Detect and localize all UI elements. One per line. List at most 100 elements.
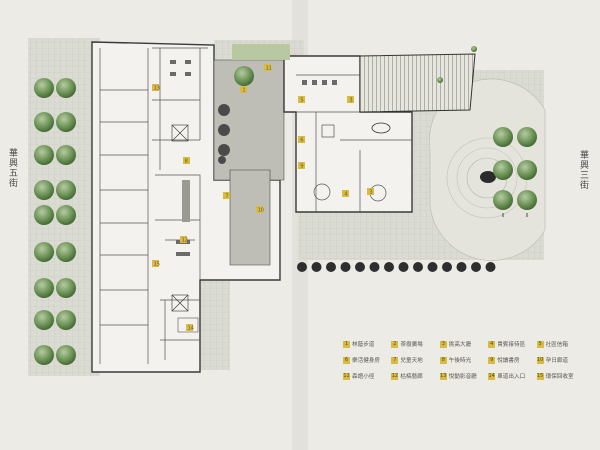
svg-text:15: 15 — [154, 262, 160, 268]
tree-icon — [56, 205, 76, 225]
legend-label: 兒童天地 — [400, 358, 423, 364]
bollard-icon — [413, 262, 423, 272]
tree-icon — [34, 205, 54, 225]
street-label-left: 華興五街 — [7, 148, 17, 188]
legend-label: 林蔭步道 — [352, 342, 375, 348]
tree-icon — [34, 345, 54, 365]
bollard-icon — [311, 262, 322, 272]
tree-icon — [56, 310, 76, 330]
legend-label: 貴賓接待區 — [497, 342, 526, 348]
legend-number: 10 — [536, 356, 544, 364]
svg-text:8: 8 — [185, 159, 188, 165]
tree-icon — [437, 77, 443, 83]
legend-label: 車道出入口 — [497, 374, 526, 380]
legend-number: 3 — [439, 340, 447, 348]
driveway-ramp — [359, 53, 476, 113]
svg-text:7: 7 — [225, 194, 228, 200]
svg-text:13: 13 — [154, 86, 160, 92]
tree-icon — [493, 127, 513, 147]
svg-text:12: 12 — [182, 238, 188, 244]
circular-plaza — [429, 78, 546, 261]
tree-icon — [56, 345, 76, 365]
legend-number: 13 — [439, 372, 447, 380]
tree-icon — [34, 242, 54, 262]
street-label-right: 華興三街 — [578, 150, 588, 190]
tree-icon — [493, 190, 513, 210]
tree-icon — [34, 78, 54, 98]
legend-label: 環保回收室 — [545, 374, 574, 380]
bollard-row — [297, 262, 496, 272]
legend-number: 4 — [488, 340, 496, 348]
bollard-icon — [384, 262, 394, 272]
legend-label: 孕日廊道 — [545, 358, 568, 364]
tree-icon — [471, 46, 477, 52]
fountain-icon — [480, 171, 496, 183]
legend-number: 8 — [439, 356, 447, 364]
legend-label: 森語小徑 — [352, 374, 375, 380]
tree-rows-left — [34, 78, 76, 365]
svg-text:11: 11 — [266, 66, 272, 72]
garden-strip — [218, 44, 290, 164]
tree-icon — [34, 180, 54, 200]
legend-label: 樂活健身房 — [352, 358, 380, 364]
bollard-icon — [456, 262, 467, 272]
bollard-icon — [355, 262, 365, 272]
legend-label: 枯槁藝廊 — [400, 374, 423, 380]
legend-number: 5 — [536, 340, 544, 348]
tree-rows-right — [437, 46, 537, 217]
tree-icon — [56, 112, 76, 132]
tree-icon — [56, 145, 76, 165]
room-badges: 13 1 5 3 3 4 9 6 8 7 10 12 14 11 15 — [152, 64, 374, 332]
svg-text:6: 6 — [300, 138, 303, 144]
bollard-icon — [471, 262, 481, 272]
legend-label: 挑高大廳 — [448, 342, 472, 348]
bollard-icon — [485, 262, 496, 272]
tree-icon — [493, 160, 513, 180]
bollard-icon — [340, 262, 351, 272]
bollard-icon — [369, 262, 380, 272]
svg-text:14: 14 — [188, 326, 194, 332]
legend-label: 午後時光 — [448, 358, 472, 364]
legend-number: 6 — [343, 356, 350, 364]
tree-icon — [34, 278, 54, 298]
tree-icon — [34, 310, 54, 330]
bollard-icon — [326, 262, 336, 272]
svg-text:5: 5 — [300, 98, 303, 104]
svg-text:9: 9 — [300, 164, 303, 170]
wood-deck-2 — [229, 169, 271, 266]
bollard-icon — [398, 262, 409, 272]
legend-label: 社區信箱 — [545, 342, 568, 348]
tree-icon — [517, 190, 537, 210]
legend-number: 15 — [536, 372, 544, 380]
legend-label: 茶樹廣場 — [400, 342, 423, 348]
tree-icon — [56, 78, 76, 98]
bollard-icon — [442, 262, 452, 272]
svg-text:3: 3 — [349, 98, 352, 104]
bollard-icon — [297, 262, 307, 272]
legend-number: 7 — [391, 356, 399, 364]
tree-icon — [517, 127, 537, 147]
tree-icon — [517, 160, 537, 180]
tree-icon — [56, 242, 76, 262]
svg-text:3: 3 — [369, 190, 372, 196]
legend-number: 1 — [343, 340, 350, 348]
legend-number: 14 — [488, 372, 496, 380]
tree-icon — [56, 278, 76, 298]
tree-icon — [34, 145, 54, 165]
tree-icon — [34, 112, 54, 132]
